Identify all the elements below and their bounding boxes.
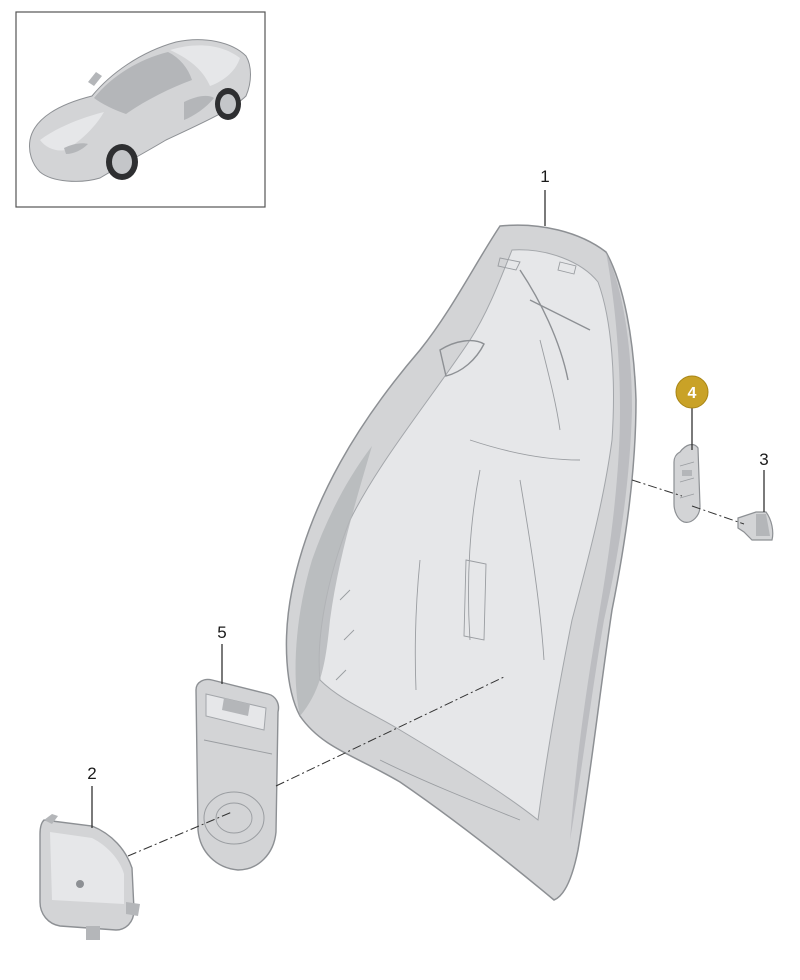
vehicle-thumbnail [15,11,266,208]
assembly-lines [127,479,745,857]
callout-4-highlighted[interactable]: 4 [675,375,709,409]
assembly-line-2-to-5 [127,811,233,857]
part-cover-panel [195,678,280,871]
callout-2[interactable]: 2 [87,764,96,783]
callout-label-2: 2 [87,764,96,783]
callout-1[interactable]: 1 [540,167,549,186]
callout-label-5: 5 [217,623,226,642]
part-small-bracket [673,443,701,523]
callout-3[interactable]: 3 [759,450,768,469]
part-clip [737,511,774,541]
car-illustration [29,39,251,182]
callout-label-1: 1 [540,167,549,186]
leader-lines [91,190,765,828]
assembly-line-5-to-1 [275,675,507,787]
assembly-line-4-to-3 [691,505,745,525]
assembly-line-1-to-4 [631,479,683,497]
callout-4-badge [675,375,709,409]
part-seat-back-shell [285,224,637,901]
callout-label-4: 4 [688,385,697,402]
callout-5[interactable]: 5 [217,623,226,642]
callout-label-3: 3 [759,450,768,469]
part-rear-housing [39,814,140,940]
